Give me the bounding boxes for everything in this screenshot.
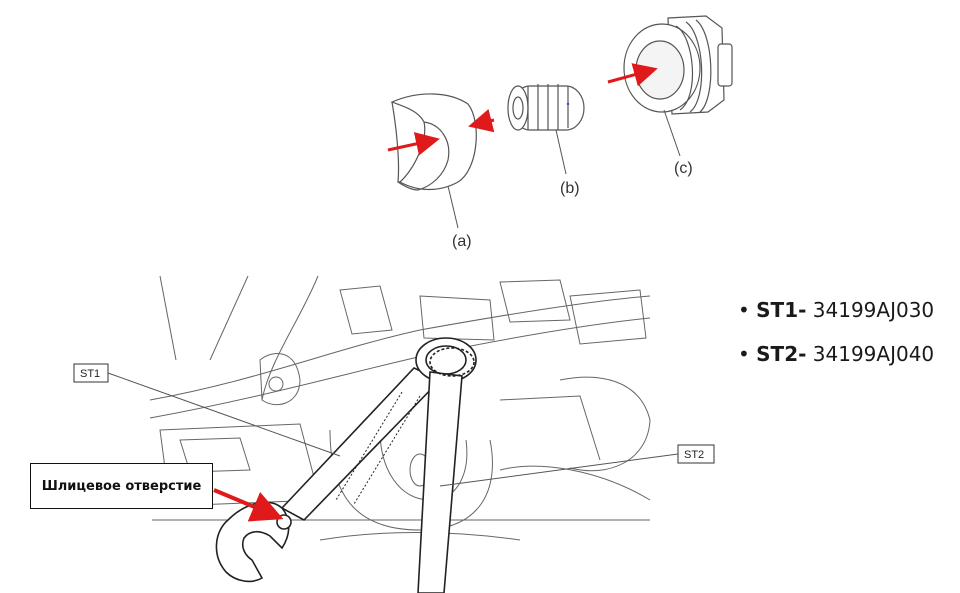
tool-legend: • ST1- 34199AJ030 • ST2- 34199AJ040 (738, 288, 934, 376)
part-a-shell (390, 93, 477, 191)
spline-hole-arrow (213, 488, 284, 522)
st1-tag: ST1 (80, 368, 100, 380)
legend-item-st1: • ST1- 34199AJ030 (738, 298, 935, 322)
legend-number: 34199AJ040 (812, 342, 935, 366)
part-c-label: (c) (674, 160, 693, 177)
legend-item-st2: • ST2- 34199AJ040 (738, 342, 935, 366)
insertion-arrows (387, 63, 658, 156)
st1-tag-box (73, 363, 341, 457)
part-a-label: (a) (452, 233, 472, 250)
callout-text: Шлицевое отверстие (41, 478, 202, 494)
st2-wrench (335, 347, 475, 593)
spline-hole-callout: Шлицевое отверстие (30, 463, 213, 509)
part-b-spring (507, 84, 585, 131)
st2-tag: ST2 (684, 449, 704, 461)
legend-code: ST1- (756, 298, 807, 322)
part-c-plug (623, 15, 733, 115)
st1-wrench (215, 337, 477, 583)
part-b-label: (b) (560, 180, 580, 197)
legend-number: 34199AJ030 (812, 298, 935, 322)
part-leader-lines (447, 109, 681, 229)
st2-tag-box (439, 444, 715, 487)
legend-code: ST2- (756, 342, 807, 366)
